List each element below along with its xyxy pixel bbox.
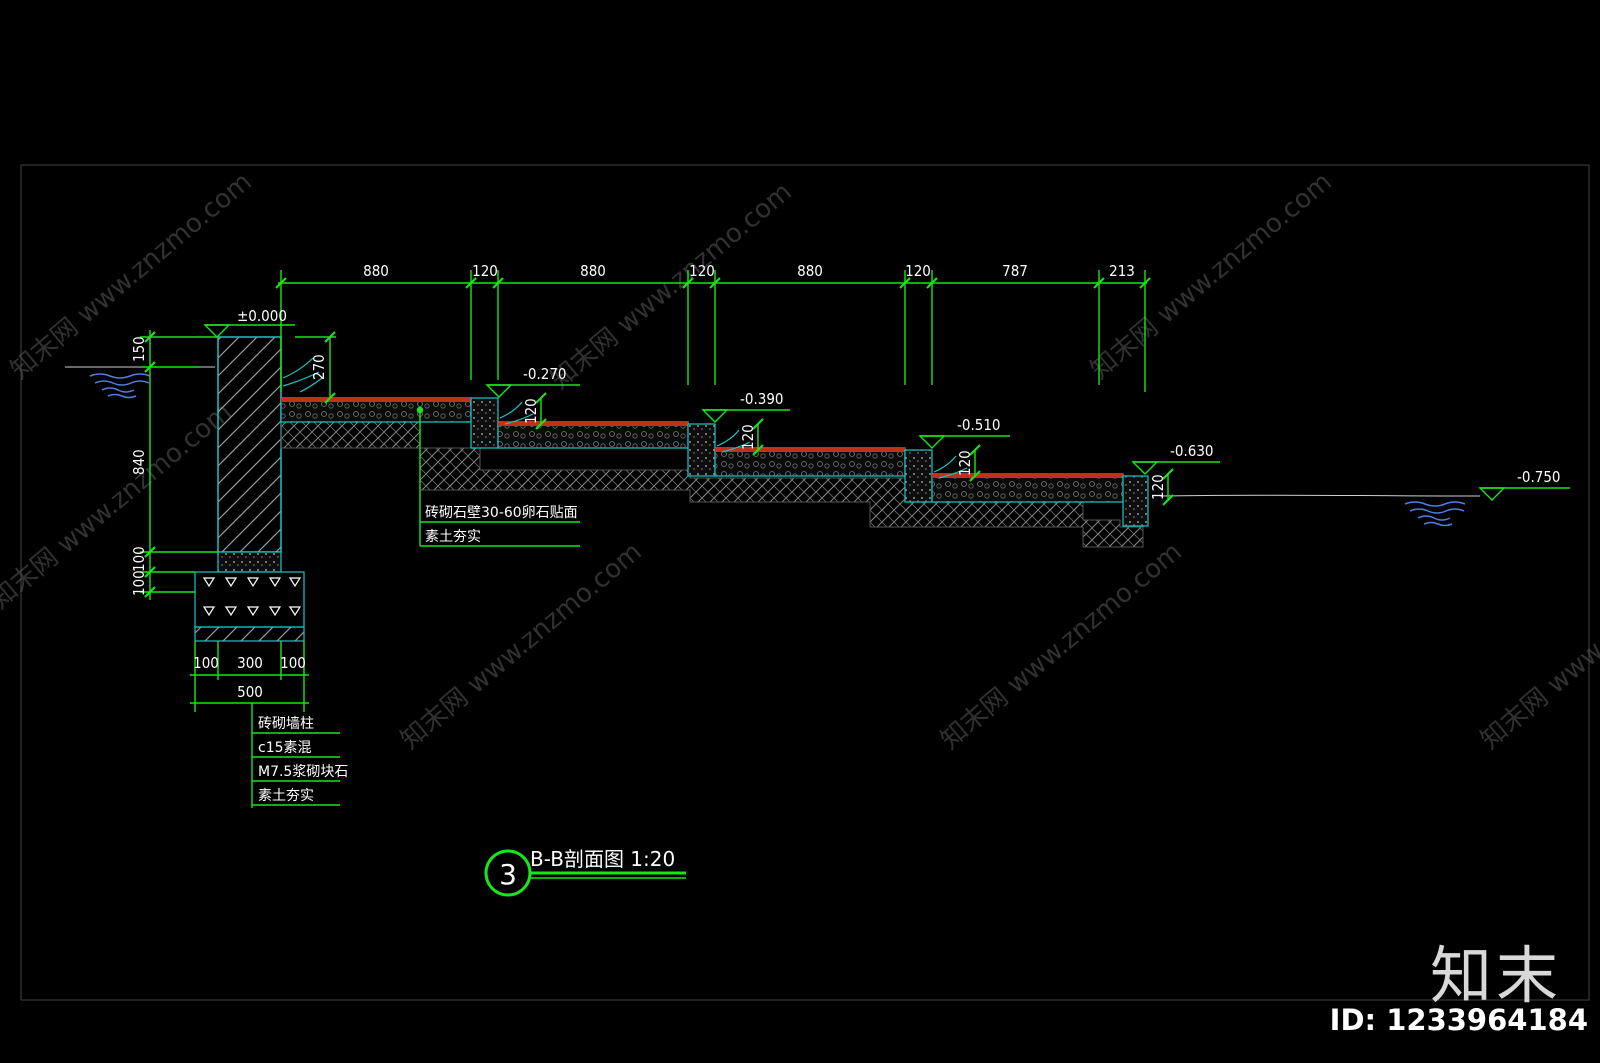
dimension-label: 840 (130, 449, 148, 475)
image-id: ID: 1233964184 (1329, 1003, 1588, 1037)
dimension-label: 300 (237, 654, 263, 672)
dimension-label: 100 (130, 570, 148, 596)
elevation-label-step1: -0.270 (523, 365, 567, 383)
dimension-label: 120 (905, 262, 931, 280)
watermark-text: 知末网 www.znzmo.com (1475, 537, 1600, 756)
elevation-label-step4: -0.630 (1170, 442, 1214, 460)
dimension-label: 100 (130, 546, 148, 572)
elevation-label-step2: -0.390 (740, 390, 784, 408)
dimension-label: 150 (130, 336, 148, 362)
dimension-label: 880 (580, 262, 606, 280)
elevation-label-top: ±0.000 (237, 307, 287, 325)
dimension-label: 120 (472, 262, 498, 280)
section-number: 3 (499, 858, 517, 891)
footing-dimensions (190, 641, 340, 808)
dimension-label: 100 (193, 654, 219, 672)
watermark-text: 知末网 www.znzmo.com (935, 537, 1187, 756)
dimension-label: 120 (689, 262, 715, 280)
elevation-markers (203, 324, 1570, 501)
dimension-label: 120 (522, 398, 540, 424)
dimension-label: 120 (1149, 474, 1167, 500)
dimension-label: 213 (1109, 262, 1135, 280)
water-spouts (282, 357, 968, 479)
surface-note: 素土夯实 (425, 529, 481, 545)
retaining-wall (194, 336, 305, 642)
dimension-label: 880 (797, 262, 823, 280)
water-symbol-left (65, 366, 215, 399)
section-title-block (484, 849, 686, 897)
watermark-text: 知末网 www.znzmo.com (545, 177, 797, 396)
watermark-text: 知末网 www.znzmo.com (395, 537, 647, 756)
top-dimension-chain (275, 270, 1151, 392)
surface-leader (416, 406, 580, 547)
wall-note: 素土夯实 (258, 788, 314, 804)
dimension-label: 120 (956, 450, 974, 476)
surface-note: 砖砌石壁30-60卵石贴面 (425, 505, 578, 521)
drawing-frame (20, 164, 1590, 1001)
section-title: B-B剖面图 1:20 (530, 847, 675, 871)
wall-note: c15素混 (258, 740, 312, 756)
elevation-label-water: -0.750 (1517, 468, 1561, 486)
dimension-label: 100 (280, 654, 306, 672)
stepped-pools (280, 397, 1149, 548)
dimension-label: 120 (739, 424, 757, 450)
water-symbol-right (1159, 494, 1481, 527)
dimension-label: 500 (237, 683, 263, 701)
elevation-label-step3: -0.510 (957, 416, 1001, 434)
dimension-label: 880 (363, 262, 389, 280)
wall-note: 砖砌墙柱 (258, 716, 314, 732)
dimension-label: 270 (310, 354, 328, 380)
dimension-label: 787 (1002, 262, 1028, 280)
wall-note: M7.5浆砌块石 (258, 764, 348, 780)
brand-logo: 知末 (1429, 939, 1562, 1012)
left-vertical-dimensions (140, 330, 1174, 600)
